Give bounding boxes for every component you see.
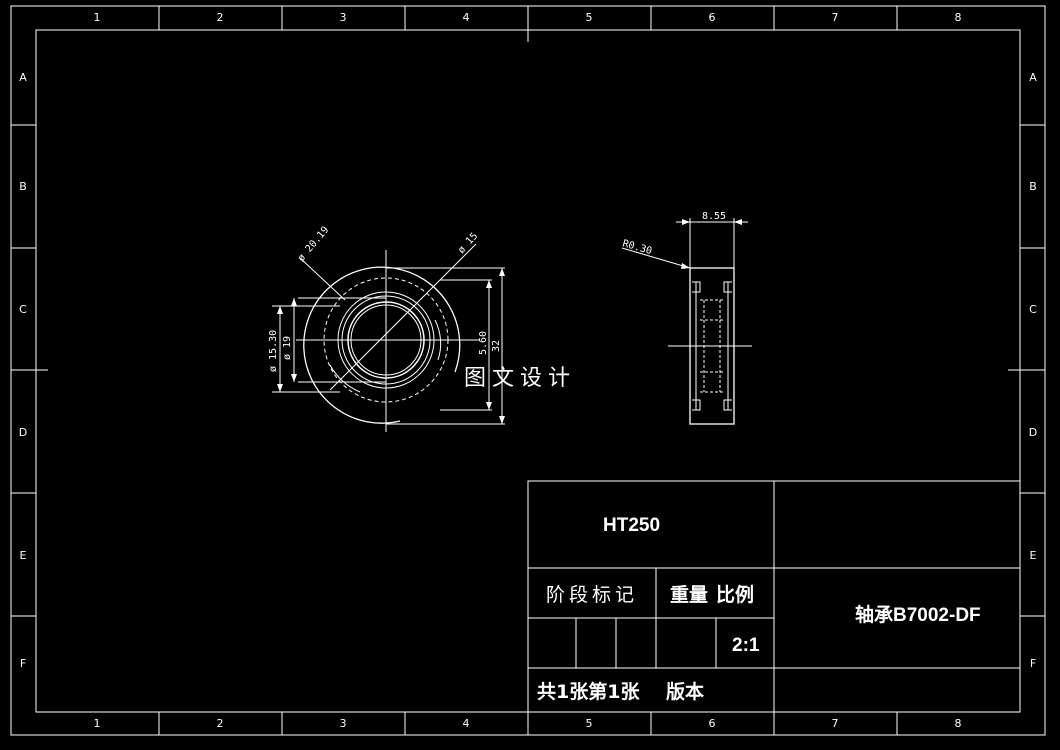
row-label-left: A (19, 71, 27, 84)
stage-label: 阶段标记 (546, 584, 638, 606)
row-label-right: E (1030, 549, 1037, 562)
sheet-info: 共1张第1张 (537, 680, 640, 703)
col-label-bottom: 7 (832, 717, 839, 730)
dim-left-1: ø 19 (282, 336, 293, 360)
dim-outer-diameter: ø 20.19 (296, 225, 332, 264)
dim-width: 8.55 (702, 211, 726, 222)
row-label-left: E (20, 549, 27, 562)
middle-circle-inner (341, 295, 431, 385)
row-labels-right: A B C D E F (1029, 71, 1037, 670)
row-label-left: C (19, 303, 27, 316)
row-label-left: F (20, 657, 26, 670)
outer-ring-arc (303, 266, 461, 424)
front-view-arrows (277, 268, 505, 424)
bore-circle-outer (347, 301, 425, 379)
col-label-bottom: 6 (709, 717, 716, 730)
weight-label: 重量 (670, 584, 708, 606)
side-view-arrows (681, 219, 742, 269)
scale-value: 2:1 (732, 635, 760, 656)
cage-arc-lower (329, 364, 361, 393)
dim-radius: R0.30 (621, 238, 653, 257)
watermark: 图文设计 (464, 366, 576, 391)
col-label-bottom: 2 (217, 717, 224, 730)
col-label-top: 2 (217, 11, 224, 24)
scale-label: 比例 (716, 583, 754, 606)
front-view (272, 243, 505, 432)
middle-circle-outer (337, 291, 435, 389)
col-label-top: 4 (463, 11, 470, 24)
col-label-bottom: 5 (586, 717, 593, 730)
col-label-top: 8 (955, 11, 962, 24)
col-label-top: 5 (586, 11, 593, 24)
col-label-bottom: 1 (94, 717, 101, 730)
cage-arc (434, 319, 442, 361)
row-label-right: F (1030, 657, 1036, 670)
dim-left-2: ø 15.30 (268, 330, 279, 372)
col-label-bottom: 8 (955, 717, 962, 730)
col-label-bottom: 3 (340, 717, 347, 730)
col-label-bottom: 4 (463, 717, 470, 730)
column-labels-top: 1 2 3 4 5 6 7 8 (94, 11, 962, 24)
zone-column-ticks (158, 6, 898, 735)
col-label-top: 3 (340, 11, 347, 24)
row-labels-left: A B C D E F (19, 71, 27, 670)
row-label-left: B (19, 180, 27, 193)
row-label-right: B (1029, 180, 1037, 193)
material: HT250 (603, 515, 660, 536)
part-name: 轴承B7002-DF (855, 603, 981, 626)
row-label-right: C (1029, 303, 1037, 316)
dim-right-2: 32 (491, 340, 502, 352)
hidden-circle (323, 277, 449, 403)
zone-row-ticks (11, 124, 1045, 617)
col-label-top: 6 (709, 11, 716, 24)
row-label-left: D (19, 426, 27, 439)
leader-radius (621, 247, 691, 269)
col-label-top: 7 (832, 11, 839, 24)
title-block (527, 480, 1021, 713)
row-label-right: D (1029, 426, 1037, 439)
version-label: 版本 (666, 680, 704, 703)
bore-circle-inner (350, 304, 422, 376)
leader-outer-diameter (299, 257, 346, 301)
col-label-top: 1 (94, 11, 101, 24)
column-labels-bottom: 1 2 3 4 5 6 7 8 (94, 717, 962, 730)
dim-right-1: 5.60 (478, 331, 489, 355)
row-label-right: A (1029, 71, 1037, 84)
